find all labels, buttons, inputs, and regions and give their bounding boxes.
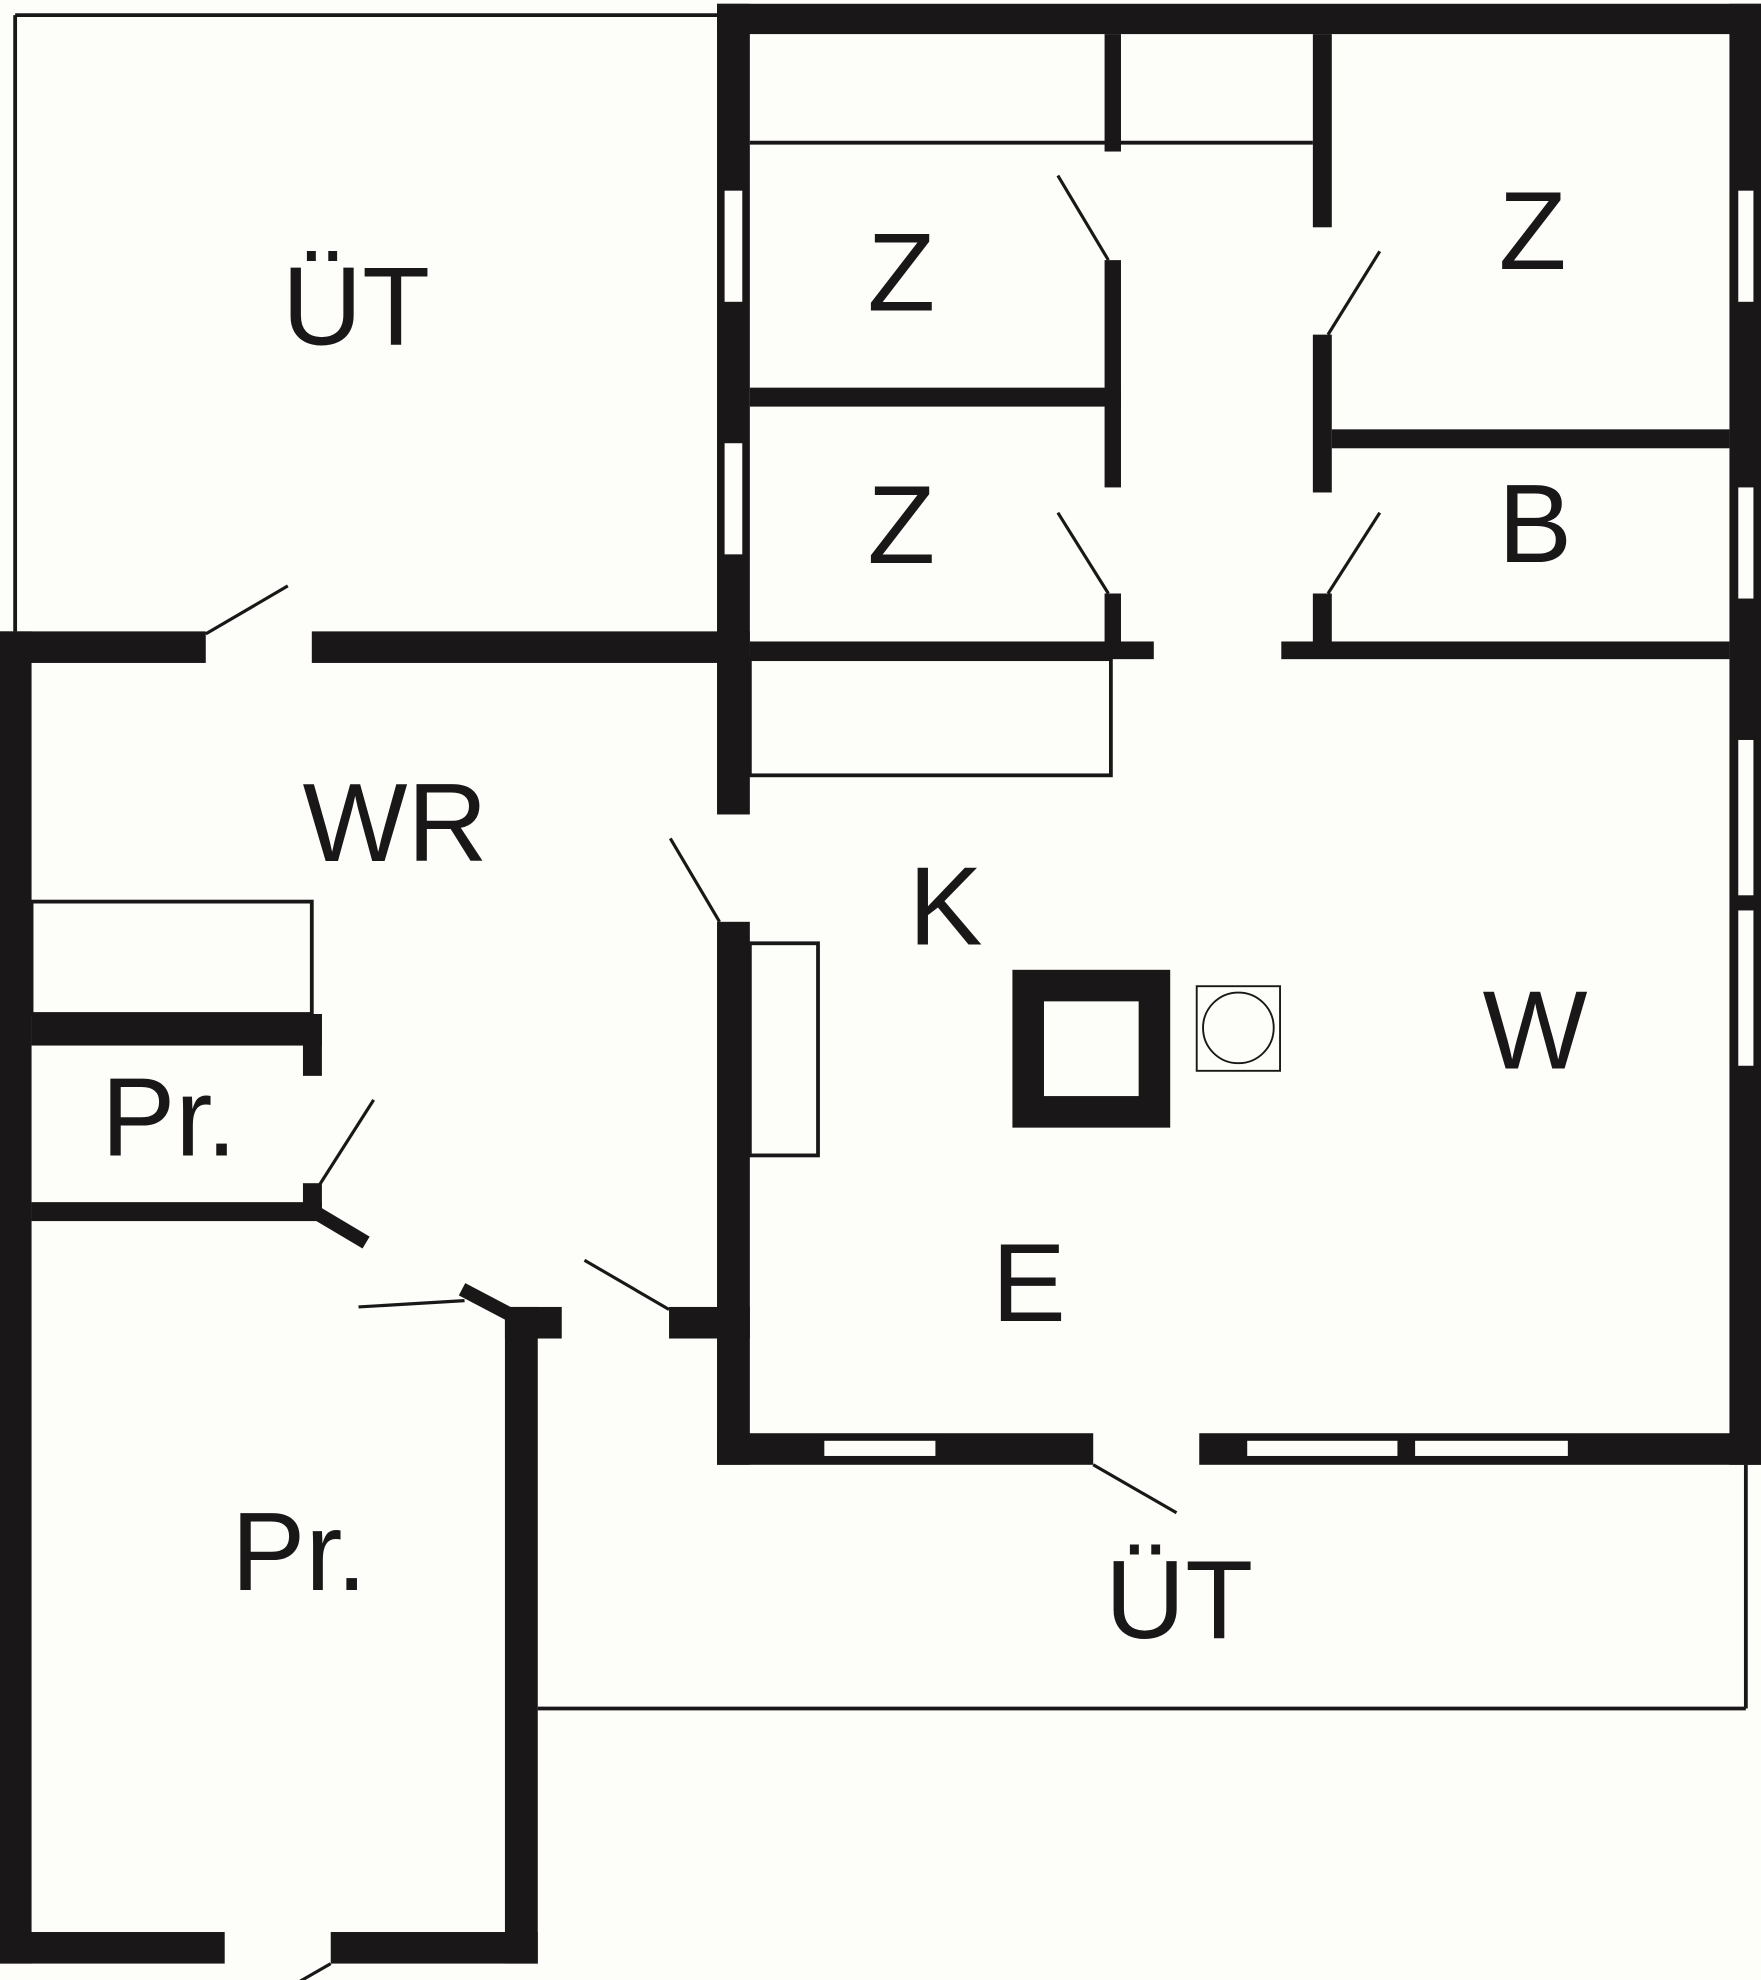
room-label-ut-bottom: ÜT bbox=[1105, 1537, 1253, 1662]
room-label-pr-large: Pr. bbox=[231, 1489, 367, 1614]
room-label-w: W bbox=[1483, 967, 1588, 1092]
room-label-k: K bbox=[908, 844, 982, 969]
stove-icon bbox=[1195, 985, 1281, 1072]
room-label-b: B bbox=[1498, 461, 1572, 586]
room-label-pr-small: Pr. bbox=[101, 1054, 237, 1179]
fixtures bbox=[29, 140, 1313, 1158]
room-label-z2: Z bbox=[867, 462, 935, 587]
room-label-wr: WR bbox=[303, 760, 488, 885]
room-labels: ÜT Z Z Z B WR K W E Pr. Pr. ÜT bbox=[101, 168, 1587, 1662]
room-label-z3: Z bbox=[1499, 168, 1567, 293]
chimney-icon bbox=[1012, 969, 1171, 1128]
room-label-z1: Z bbox=[867, 210, 935, 335]
terrace-bottom-outline bbox=[537, 1464, 1748, 1711]
room-label-e: E bbox=[992, 1220, 1066, 1345]
door-swings bbox=[204, 174, 1382, 1980]
terrace-top-outline bbox=[13, 13, 718, 632]
room-label-ut-top: ÜT bbox=[282, 244, 430, 369]
windows bbox=[722, 188, 1756, 1459]
